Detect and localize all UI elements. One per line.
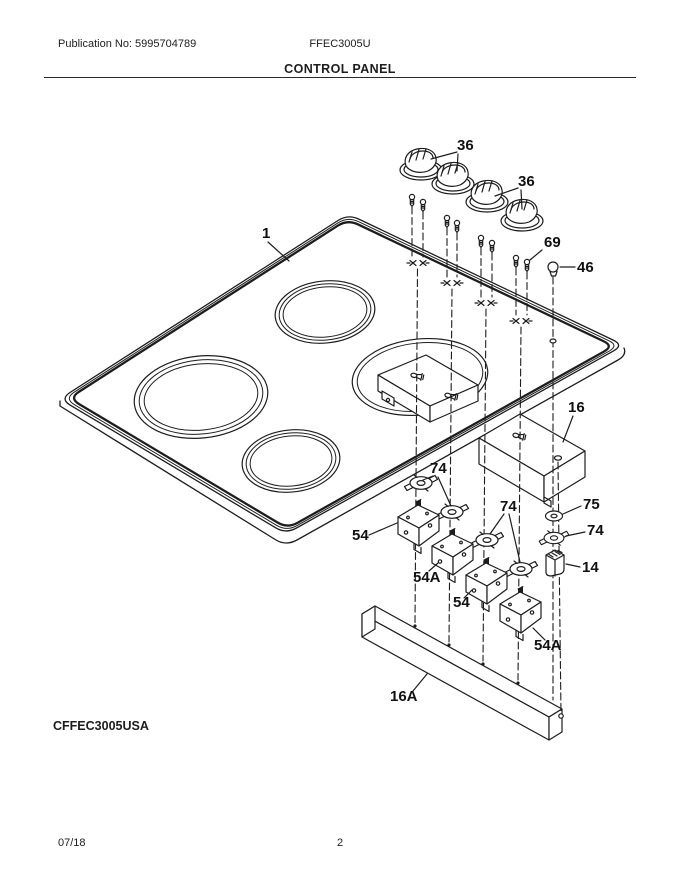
screw-69	[512, 254, 520, 268]
variant-code: CFFEC3005USA	[53, 719, 149, 733]
model-number: FFEC3005U	[309, 38, 371, 50]
clamp-74	[538, 530, 570, 546]
section-title: CONTROL PANEL	[284, 62, 396, 76]
channel-hole	[481, 662, 485, 666]
part-label-14: 14	[582, 559, 599, 576]
panel-hole	[549, 338, 557, 344]
part-label-74: 74	[500, 498, 517, 515]
hardware	[406, 193, 564, 719]
part-label-16A: 16A	[390, 688, 418, 705]
part-label-54: 54	[352, 527, 369, 544]
screw-icon	[408, 193, 416, 207]
clamp-74	[469, 531, 505, 549]
burner-top	[274, 280, 376, 344]
spacer-14	[545, 549, 565, 577]
cooktop-edge-thickness	[59, 347, 626, 544]
screw-icon	[419, 198, 427, 212]
infinite-switch-54A	[499, 585, 542, 642]
part-label-54A: 54A	[413, 569, 441, 586]
control-knob	[399, 147, 443, 181]
clamp-74	[434, 503, 470, 521]
part-label-46: 46	[577, 259, 594, 276]
part-label-69: 69	[544, 234, 561, 251]
part-label-36: 36	[457, 137, 474, 154]
leader-lines	[267, 151, 586, 692]
part-label-74: 74	[587, 522, 604, 539]
part-label-1: 1	[262, 225, 270, 242]
screw-icon	[477, 234, 485, 248]
part-label-75: 75	[583, 496, 600, 513]
footer-date: 07/18	[58, 837, 86, 849]
screw-69	[523, 258, 531, 272]
header-rule	[44, 77, 636, 78]
publication-number: Publication No: 5995704789	[58, 38, 197, 50]
clamp-74	[503, 560, 539, 578]
cooktop-panel	[59, 216, 626, 544]
part-callouts: 1 36 36 69 46 16 74 74 75 74 14 54 54A 5…	[262, 137, 604, 705]
screw-icon	[443, 214, 451, 228]
burner-left	[133, 355, 269, 439]
screw-icon	[488, 239, 496, 253]
bracket-hole	[553, 455, 563, 461]
channel-16A	[361, 605, 563, 741]
channel-hole	[413, 624, 417, 628]
part-label-36: 36	[518, 173, 535, 190]
channel-hole	[516, 681, 520, 685]
channel-hole	[447, 643, 451, 647]
part-label-16: 16	[568, 399, 585, 416]
bracket-16	[478, 413, 586, 508]
part-label-54: 54	[453, 594, 470, 611]
part-label-54A: 54A	[534, 637, 562, 654]
channel-end-hole	[558, 713, 564, 719]
burner-bottom	[241, 429, 341, 493]
screw-icon	[453, 219, 461, 233]
part-label-74: 74	[430, 460, 447, 477]
washer-75	[544, 510, 564, 522]
footer-page-number: 2	[336, 837, 344, 849]
cap-46	[547, 261, 559, 277]
